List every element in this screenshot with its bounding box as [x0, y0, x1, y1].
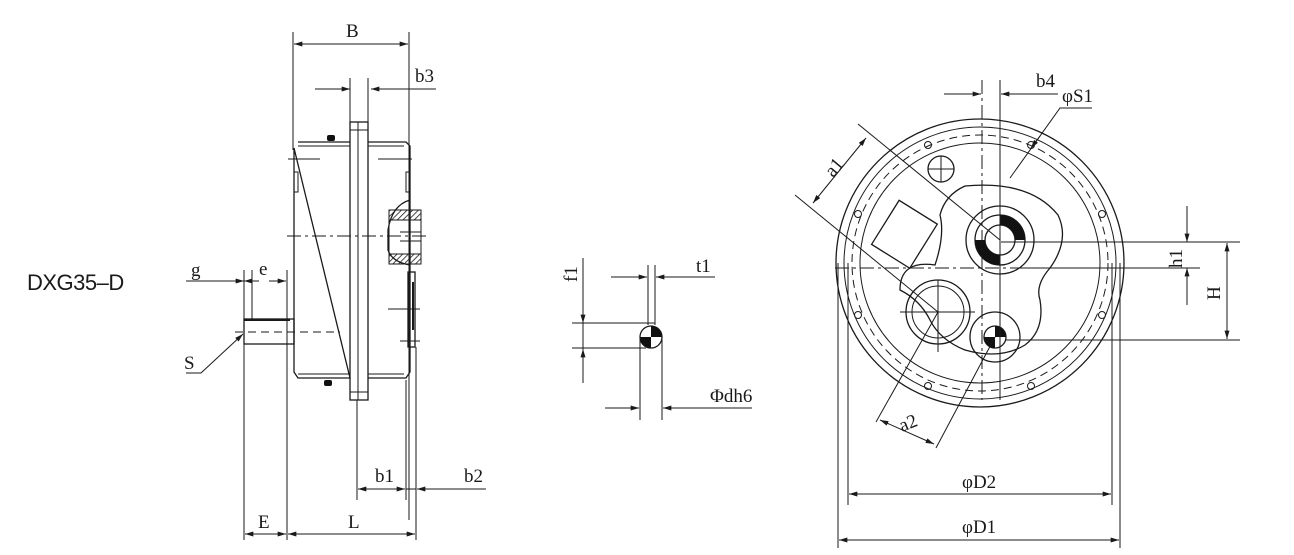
model-label: DXG35–D [27, 270, 124, 295]
dim-label-t1: t1 [696, 256, 711, 277]
dim-label-E: E [258, 512, 270, 533]
dim-label-g: g [191, 260, 201, 281]
dim-label-b1: b1 [375, 466, 394, 487]
dim-label-h1: h1 [1166, 249, 1187, 268]
front-view: b4 φS1 a1 a2 h1 H φD2 φD1 [794, 71, 1240, 548]
bolt-holes [854, 141, 1106, 390]
dim-label-S1: φS1 [1062, 86, 1093, 107]
side-view: B b3 [184, 21, 486, 540]
dim-label-dh6: Φdh6 [710, 386, 752, 407]
dim-label-B: B [346, 21, 359, 42]
dim-label-b4: b4 [1036, 71, 1056, 92]
dim-label-H: H [1204, 286, 1225, 300]
dim-label-b2: b2 [464, 466, 483, 487]
dim-label-a1: a1 [821, 154, 849, 181]
dim-label-S: S [184, 353, 195, 374]
dim-label-f1: f1 [561, 266, 582, 282]
dim-label-a2: a2 [896, 410, 920, 436]
dim-label-b3: b3 [415, 66, 434, 87]
dim-label-e: e [259, 259, 267, 280]
dim-label-L: L [348, 512, 360, 533]
shaft-keyway-section: t1 f1 Φdh6 [561, 256, 752, 420]
dim-label-D2: φD2 [962, 472, 996, 493]
dim-label-D1: φD1 [962, 517, 996, 538]
